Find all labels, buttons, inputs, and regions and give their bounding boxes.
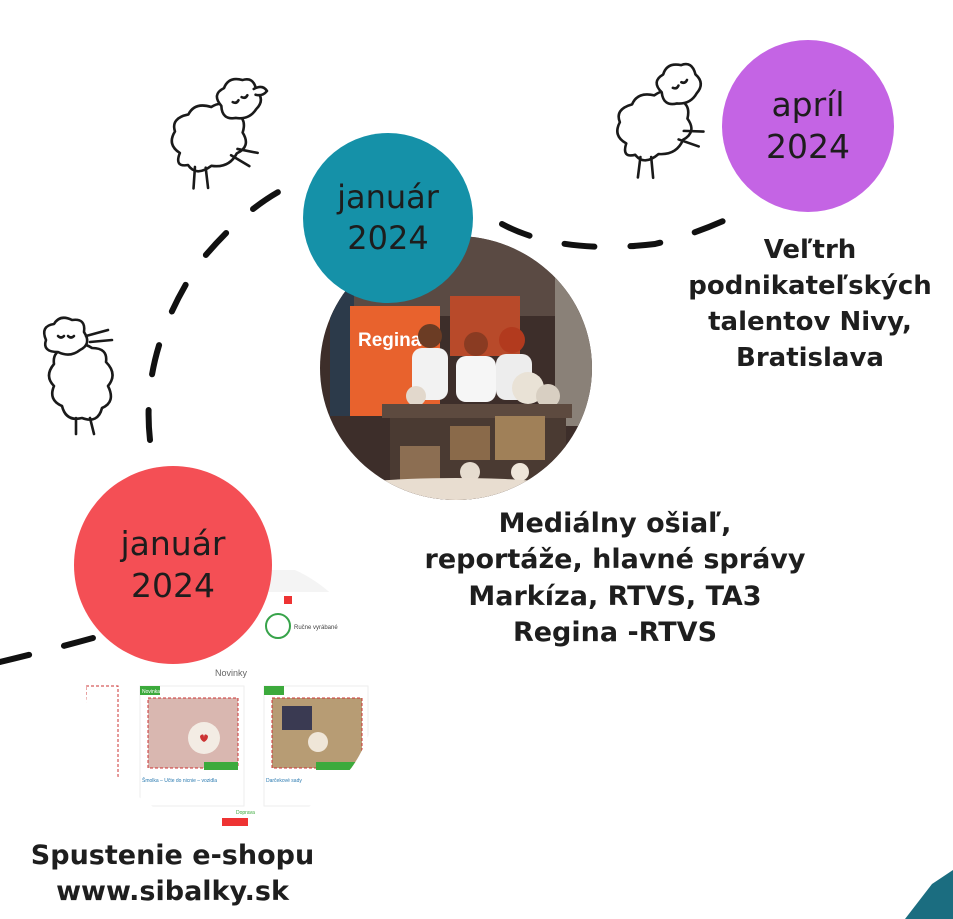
- badge-month: január: [120, 523, 226, 563]
- sheep-icon: [42, 316, 114, 436]
- sheep-icon: [616, 62, 705, 180]
- date-badge-media: január 2024: [303, 133, 473, 303]
- corner-triangle-icon: [905, 870, 953, 919]
- new-badge: Novinka: [142, 689, 160, 695]
- studio-sign-text: Regina: [358, 330, 422, 351]
- eco-label: Ručne vyrábané: [294, 625, 338, 631]
- badge-month: január: [337, 178, 439, 217]
- badge-year: 2024: [131, 566, 215, 605]
- caption-line: podnikateľských: [688, 271, 932, 302]
- product-card: Novinka Šmolka – Učte do nicnie – vozidl…: [139, 685, 245, 807]
- section-heading: Novinky: [215, 668, 248, 678]
- caption-line: reportáže, hlavné správy: [424, 544, 806, 576]
- badge-year: 2024: [766, 127, 850, 166]
- badge-month: apríl: [771, 84, 845, 124]
- caption-line: Bratislava: [736, 343, 884, 374]
- caption-line: Regina -RTVS: [512, 617, 718, 649]
- caption-line: talentov Nivy,: [708, 307, 912, 338]
- sheep-icon: [170, 77, 269, 190]
- product-name[interactable]: Šmolka – Učte do nicnie – vozidla: [142, 777, 217, 784]
- caption-fair: Veľtrh podnikateľských talentov Nivy, Br…: [660, 232, 953, 377]
- caption-line: Markíza, RTVS, TA3: [468, 580, 762, 612]
- caption-line: Veľtrh: [763, 235, 857, 265]
- timeline-dashed-path: [0, 175, 753, 665]
- caption-media: Mediálny ošiaľ, reportáže, hlavné správy…: [390, 506, 840, 652]
- shipping-label: Doprava: [236, 810, 255, 816]
- caption-line: Mediálny ošiaľ,: [498, 508, 732, 539]
- date-badge-fair: apríl 2024: [722, 40, 894, 212]
- caption-line: www.sibalky.sk: [56, 876, 289, 908]
- date-badge-eshop: január 2024: [74, 466, 272, 664]
- badge-year: 2024: [347, 219, 429, 257]
- product-name[interactable]: Darčekové sady: [266, 778, 302, 784]
- caption-line: Spustenie e-shopu: [30, 840, 315, 871]
- caption-eshop: Spustenie e-shopu www.sibalky.sk: [0, 838, 345, 910]
